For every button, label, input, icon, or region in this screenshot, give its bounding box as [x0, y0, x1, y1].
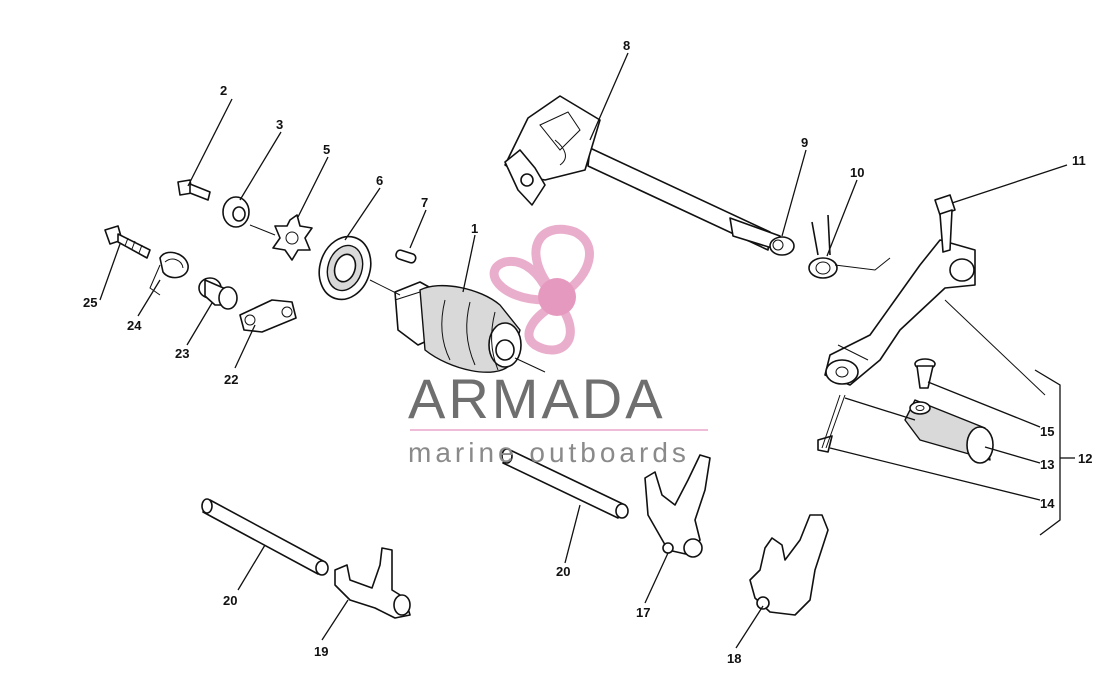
callout-12: 12 [1078, 451, 1092, 466]
callout-6: 6 [376, 173, 383, 188]
callout-17: 17 [636, 605, 650, 620]
callout-3: 3 [276, 117, 283, 132]
leader-lines [99, 52, 1075, 649]
part-12-shift-lever [824, 239, 1046, 396]
callout-1: 1 [471, 221, 478, 236]
callout-10: 10 [850, 165, 864, 180]
callout-11: 11 [1072, 153, 1086, 168]
part-1-shift-drum [394, 281, 546, 373]
callout-9: 9 [801, 135, 808, 150]
part-20-rod-right [501, 448, 629, 519]
part-24-spring [149, 251, 189, 296]
callout-22: 22 [224, 372, 238, 387]
callout-14: 14 [1040, 496, 1055, 511]
part-19-fork [334, 547, 411, 619]
logo-hub [538, 278, 576, 316]
callout-20-left: 20 [223, 593, 237, 608]
callout-8: 8 [623, 38, 630, 53]
callout-19: 19 [314, 644, 328, 659]
callout-13: 13 [1040, 457, 1054, 472]
part-6-bearing [318, 235, 401, 301]
callout-18: 18 [727, 651, 741, 666]
logo-blade-left [489, 256, 553, 305]
part-2-screw [177, 179, 211, 201]
logo-blade-top [531, 224, 594, 297]
part-17-fork [644, 454, 711, 558]
callout-23: 23 [175, 346, 189, 361]
logo-blade-right [524, 300, 575, 355]
part-22-plate [239, 299, 297, 333]
part-7-key [395, 249, 417, 264]
callout-20-right: 20 [556, 564, 570, 579]
part-25-bolt [104, 225, 151, 259]
part-13-pedal [904, 399, 994, 464]
watermark-subtitle: marine outboards [408, 437, 690, 468]
armada-propeller-logo [489, 224, 594, 355]
part-14-clip [817, 394, 846, 453]
part-9-collar [769, 236, 795, 256]
part-5-star-wheel [249, 214, 313, 261]
part-18-fork [749, 514, 829, 616]
callout-25: 25 [83, 295, 97, 310]
watermark-title: ARMADA [408, 367, 666, 430]
part-10-spring [808, 214, 891, 279]
part-20-rod-left [201, 498, 329, 576]
callout-7: 7 [421, 195, 428, 210]
callout-5: 5 [323, 142, 330, 157]
part-3-washer [222, 196, 250, 228]
callout-labels: 1 2 3 5 6 7 8 9 10 11 12 13 14 15 17 18 … [83, 38, 1092, 666]
part-11-bolt [934, 194, 956, 253]
part-23-collar [198, 277, 238, 310]
callout-24: 24 [127, 318, 142, 333]
part-8-shift-shaft [504, 95, 786, 253]
callout-15: 15 [1040, 424, 1054, 439]
callout-2: 2 [220, 83, 227, 98]
